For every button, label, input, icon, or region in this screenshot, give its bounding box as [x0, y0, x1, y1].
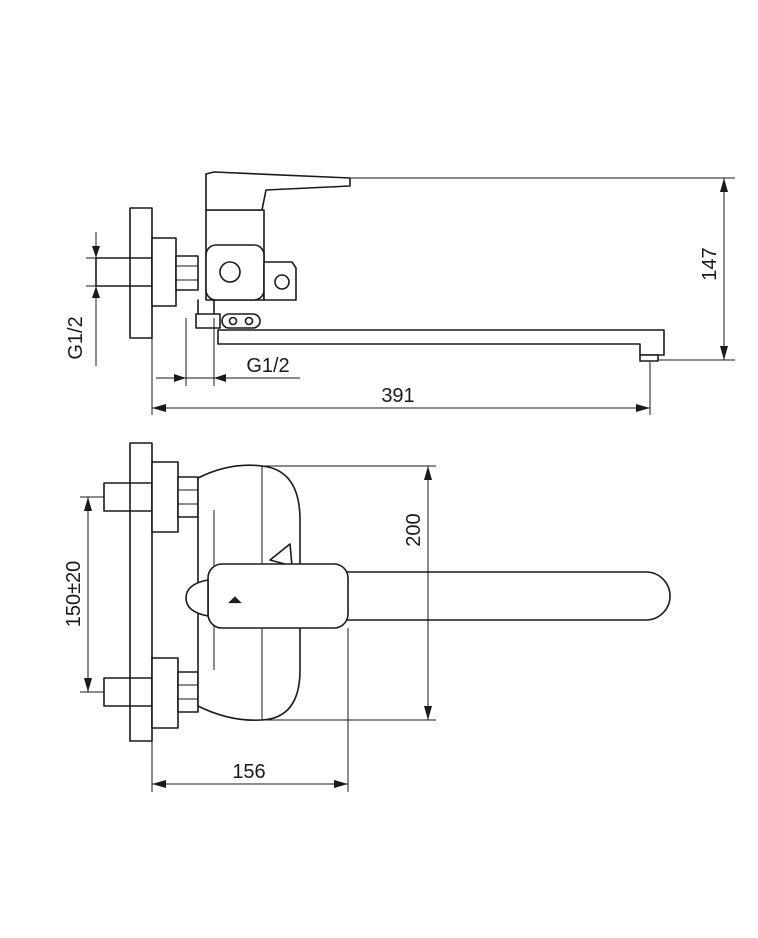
dim-150: 150±20 — [63, 496, 104, 693]
side-lever-handle — [205, 171, 351, 211]
side-view: 147 391 G1/2 G1/2 — [65, 171, 735, 415]
side-faucet-body — [197, 209, 297, 319]
dim-156-label: 156 — [232, 761, 265, 783]
dim-thread-wall-label: G1/2 — [65, 316, 87, 359]
side-wall-plate — [129, 207, 153, 339]
side-spout — [217, 329, 665, 362]
dim-391-label: 391 — [381, 385, 414, 407]
top-wall-plate — [129, 442, 153, 742]
dim-thread-wall: G1/2 — [65, 232, 100, 366]
dim-391: 391 — [151, 338, 651, 415]
top-inlet-lower — [103, 657, 199, 729]
dim-200: 200 — [262, 465, 436, 721]
side-inlet-pipe — [95, 257, 153, 287]
side-diverter — [195, 313, 261, 329]
side-union — [151, 237, 199, 307]
dim-147: 147 — [350, 177, 735, 361]
dim-thread-outlet: G1/2 — [156, 318, 300, 386]
top-view: ◢◣ 200 150±20 156 — [63, 442, 671, 792]
dim-150-label: 150±20 — [63, 561, 85, 628]
brand-mark: ◢◣ — [228, 594, 242, 604]
top-inlet-upper — [103, 461, 199, 533]
dim-200-label: 200 — [403, 513, 425, 546]
top-spout: ◢◣ — [185, 563, 671, 629]
dim-147-label: 147 — [699, 247, 721, 280]
dim-thread-outlet-label: G1/2 — [246, 355, 289, 377]
dim-156: 156 — [151, 628, 349, 792]
